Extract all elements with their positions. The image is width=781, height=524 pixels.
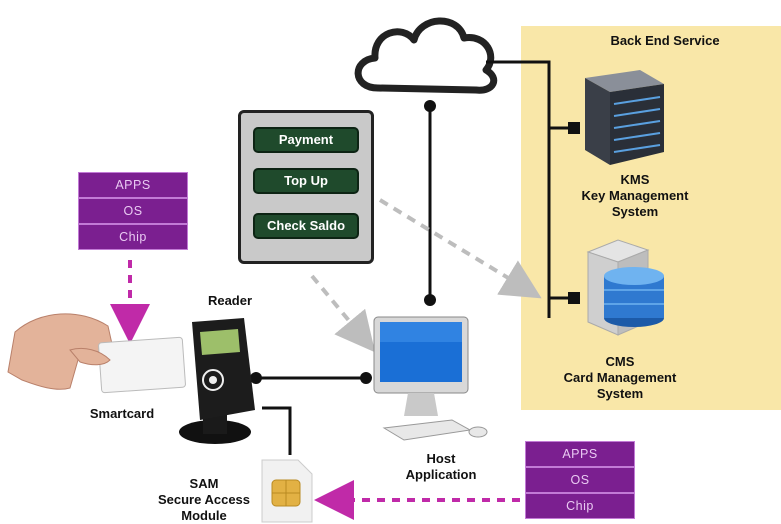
host-label: Host Application (386, 451, 496, 483)
kms-label: KMS Key Management System (560, 172, 710, 220)
cms-database-icon (586, 239, 664, 336)
reader-label: Reader (207, 293, 253, 308)
sam-stack-chip: Chip (525, 493, 635, 519)
hand-with-card-icon (7, 313, 186, 394)
backend-bus-line (486, 60, 551, 318)
reader-device-icon (179, 318, 255, 444)
sam-line1: SAM (189, 476, 219, 491)
sam-software-stack: APPS OS Chip (525, 441, 635, 519)
menu-to-cms-arrow (378, 198, 542, 299)
cms-line1: Card Management (563, 370, 677, 385)
cms-connector (568, 292, 580, 304)
kms-line1: Key Management (581, 188, 689, 203)
transaction-menu: Payment Top Up Check Saldo (238, 110, 374, 264)
host-line1: Host (426, 451, 456, 466)
sam-stack-apps: APPS (525, 441, 635, 467)
cms-name: CMS (605, 354, 635, 369)
cms-line2: System (596, 386, 644, 401)
sam-line3: Module (181, 508, 227, 523)
kms-line2: System (611, 204, 659, 219)
payment-button[interactable]: Payment (253, 127, 359, 153)
kms-server-icon (585, 70, 664, 165)
reader-sam-line (262, 406, 292, 455)
menu-to-host-arrow (310, 274, 376, 353)
cloud-icon (354, 17, 498, 94)
host-line2: Application (405, 467, 477, 482)
sam-chip-icon (261, 459, 313, 523)
card-stack-os: OS (78, 198, 188, 224)
smartcard-label: Smartcard (89, 406, 155, 421)
card-stack-chip: Chip (78, 224, 188, 250)
card-stack-apps: APPS (78, 172, 188, 198)
check-saldo-button[interactable]: Check Saldo (253, 213, 359, 239)
kms-name: KMS (620, 172, 650, 187)
back-end-title: Back End Service (610, 33, 720, 48)
kms-connector (568, 122, 580, 134)
cms-label: CMS Card Management System (545, 354, 695, 402)
host-computer-icon (373, 316, 488, 441)
sam-label: SAM Secure Access Module (148, 476, 260, 524)
sam-line2: Secure Access (157, 492, 251, 507)
sam-stack-os: OS (525, 467, 635, 493)
top-up-button[interactable]: Top Up (253, 168, 359, 194)
card-software-stack: APPS OS Chip (78, 172, 188, 250)
